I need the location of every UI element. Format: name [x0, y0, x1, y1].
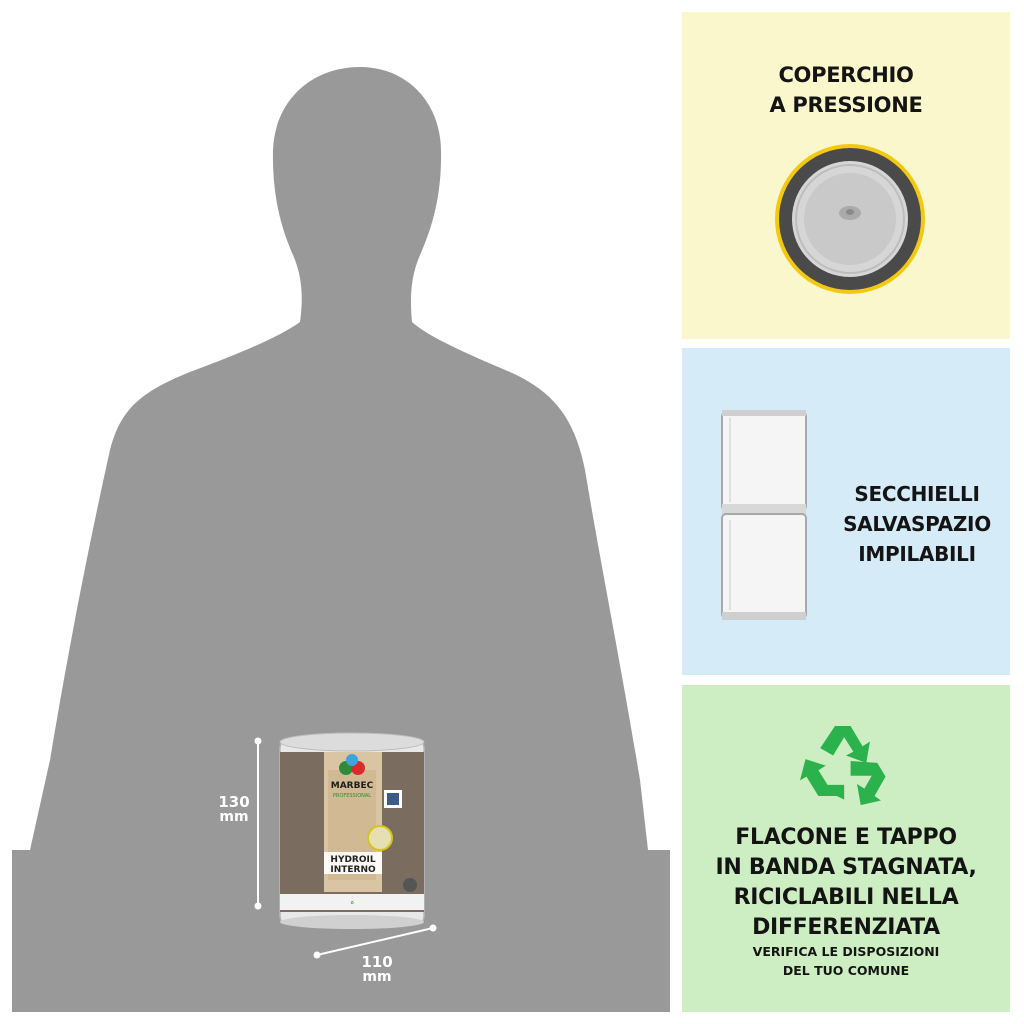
dimension-lines [254, 902, 437, 959]
height-dimension-label: 130 mm [212, 795, 256, 825]
recycle-icon [800, 726, 886, 806]
product-can: MARBEC PROFESSIONAL HYDROIL INTERNO ♻ [279, 732, 425, 929]
height-unit: mm [219, 809, 249, 825]
can-brand-sub: PROFESSIONAL [333, 793, 371, 799]
size-comparison-scene: MARBEC PROFESSIONAL HYDROIL INTERNO ♻ 13… [12, 67, 670, 1012]
pressure-lid-icon [775, 144, 925, 294]
stacked-cans-icon [721, 410, 807, 620]
width-dimension-label: 110 mm [354, 955, 400, 985]
recycle-note: VERIFICA LE DISPOSIZIONI DEL TUO COMUNE [752, 944, 940, 978]
stackable-cans-panel: SECCHIELLI SALVASPAZIO IMPILABILI [682, 348, 1010, 675]
can-name-line2: INTERNO [330, 865, 376, 875]
can-brand: MARBEC [331, 781, 374, 791]
can-name-line1: HYDROIL [330, 855, 375, 865]
recycle-panel-title: FLACONE E TAPPO IN BANDA STAGNATA, RICIC… [715, 825, 977, 940]
svg-text:♻: ♻ [350, 900, 354, 905]
pressure-lid-panel: COPERCHIO A PRESSIONE [682, 12, 1010, 339]
recycling-panel: FLACONE E TAPPO IN BANDA STAGNATA, RICIC… [682, 685, 1010, 1012]
height-value: 130 [218, 793, 250, 811]
stack-panel-title: SECCHIELLI SALVASPAZIO IMPILABILI [843, 482, 991, 566]
lid-panel-title: COPERCHIO A PRESSIONE [769, 63, 923, 117]
width-value: 110 [361, 953, 393, 971]
width-unit: mm [362, 969, 392, 985]
